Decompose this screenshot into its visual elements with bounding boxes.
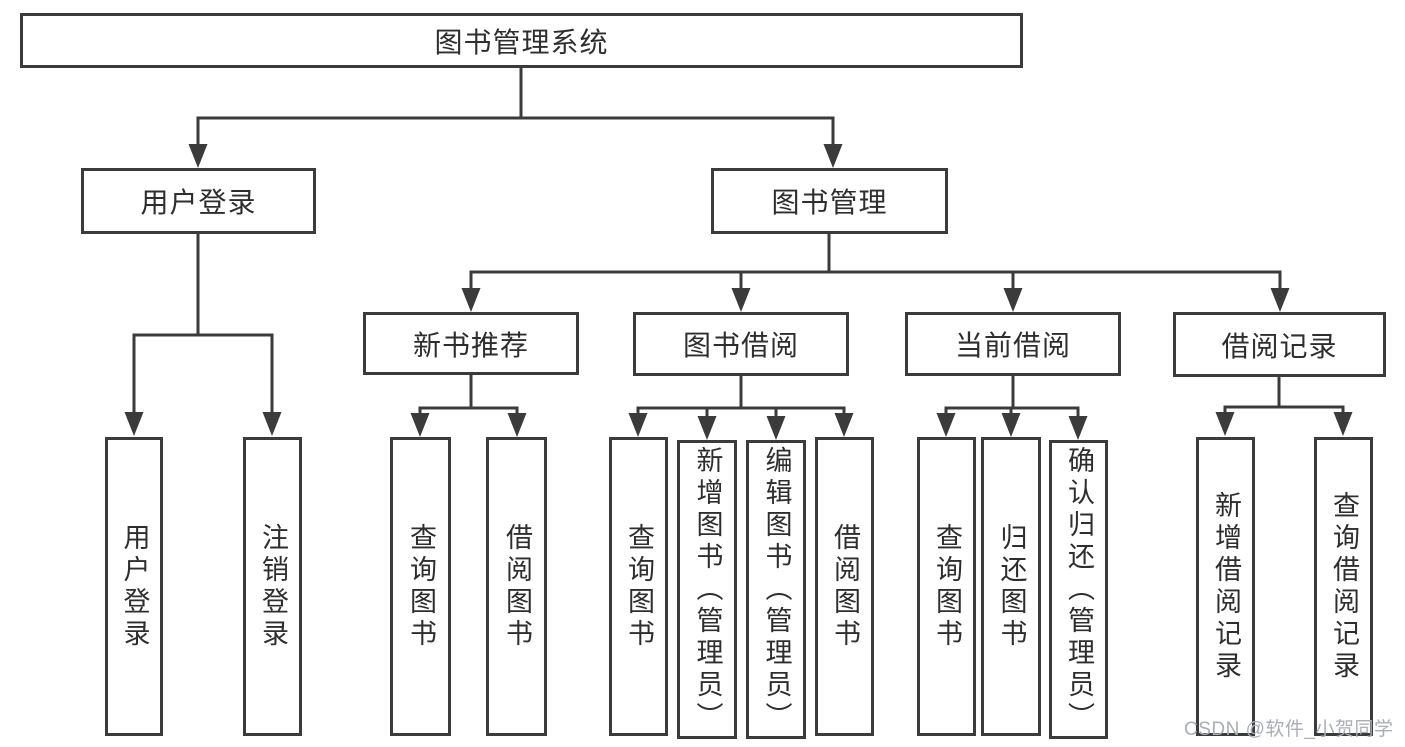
node-logout: 注销登录 bbox=[243, 437, 302, 736]
node-label: 借阅图书 bbox=[502, 522, 532, 651]
node-query-books-recommend: 查询图书 bbox=[390, 437, 451, 736]
node-label: 用户登录 bbox=[119, 522, 150, 651]
node-label: 当前借阅 bbox=[954, 330, 1071, 361]
node-query-books-current: 查询图书 bbox=[917, 437, 976, 736]
node-label: 查询图书 bbox=[932, 522, 962, 651]
node-book-borrowing: 图书借阅 bbox=[633, 312, 849, 376]
node-label: 新书推荐 bbox=[412, 329, 529, 361]
node-book-management: 图书管理 bbox=[711, 168, 948, 234]
node-borrow-books-recommend: 借阅图书 bbox=[486, 437, 547, 736]
node-label: 注销登录 bbox=[258, 522, 288, 651]
node-label: 新增图书（管理员） bbox=[692, 445, 723, 734]
node-label: 查询图书 bbox=[406, 522, 436, 651]
node-label: 查询借阅记录 bbox=[1329, 490, 1359, 683]
node-label: 图书管理系统 bbox=[434, 26, 609, 58]
node-current-borrowing: 当前借阅 bbox=[905, 312, 1121, 376]
node-add-books-admin: 新增图书（管理员） bbox=[677, 440, 737, 739]
node-label: 查询图书 bbox=[624, 522, 654, 651]
node-borrow-books-leaf: 借阅图书 bbox=[815, 437, 874, 736]
node-label: 图书管理 bbox=[771, 187, 888, 218]
node-label: 图书借阅 bbox=[682, 330, 799, 361]
node-add-borrow-record: 新增借阅记录 bbox=[1196, 437, 1255, 736]
node-borrowing-records: 借阅记录 bbox=[1173, 312, 1386, 377]
node-label: 新增借阅记录 bbox=[1211, 490, 1241, 683]
node-label: 借阅图书 bbox=[830, 522, 860, 651]
node-label: 编辑图书（管理员） bbox=[761, 445, 792, 734]
node-query-books-borrow: 查询图书 bbox=[609, 437, 668, 736]
node-confirm-return-admin: 确认归还（管理员） bbox=[1049, 440, 1108, 739]
node-label: 归还图书 bbox=[996, 522, 1027, 651]
node-library-management-system: 图书管理系统 bbox=[20, 13, 1023, 68]
node-edit-books-admin: 编辑图书（管理员） bbox=[746, 440, 806, 739]
node-label: 用户登录 bbox=[140, 187, 257, 218]
node-user-login-leaf: 用户登录 bbox=[105, 437, 163, 736]
node-query-borrow-record: 查询借阅记录 bbox=[1314, 437, 1373, 736]
node-return-books: 归还图书 bbox=[981, 437, 1041, 736]
node-label: 确认归还（管理员） bbox=[1064, 445, 1094, 734]
node-new-book-recommendation: 新书推荐 bbox=[363, 312, 579, 375]
csdn-watermark: CSDN @软件_小贺同学 bbox=[1184, 719, 1394, 740]
node-label: 借阅记录 bbox=[1221, 330, 1338, 362]
node-user-login: 用户登录 bbox=[81, 168, 316, 234]
